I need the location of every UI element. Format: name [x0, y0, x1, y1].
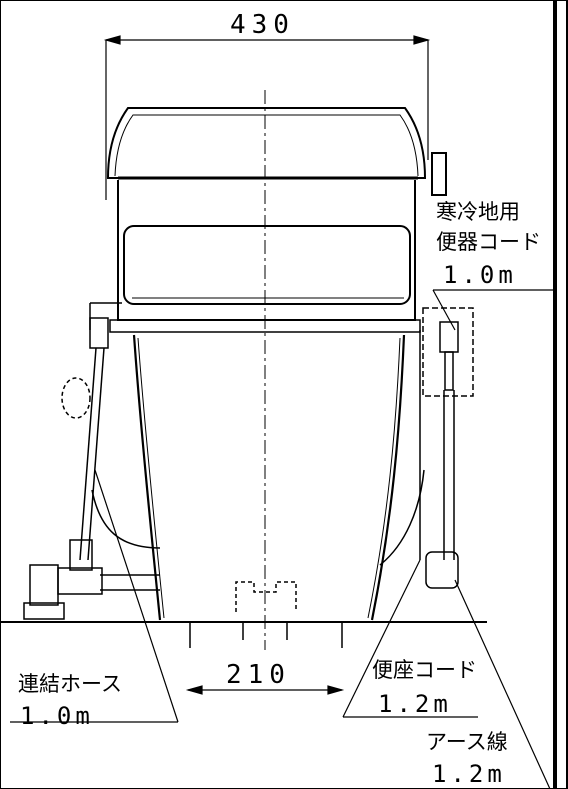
- cord-connector-box: [379, 307, 474, 589]
- connecting-hose-label: 連結ホース: [18, 672, 122, 696]
- cold-region-cord-length: 1.0m: [443, 261, 517, 289]
- floor-anchors: [189, 581, 343, 648]
- seat-cord-label: 便座コード: [372, 658, 477, 682]
- ground-wire-length: 1.2m: [432, 760, 506, 788]
- width-dimension-label: 430: [230, 10, 295, 40]
- ground-wire-label: アース線: [426, 730, 508, 754]
- toilet-bowl: [132, 334, 406, 621]
- base-dimension-label: 210: [226, 660, 291, 690]
- cold-region-cord-line1: 寒冷地用: [436, 200, 520, 224]
- side-remote-knob: [431, 152, 447, 196]
- width-dimension-line: [103, 35, 431, 200]
- connecting-hose-length: 1.0m: [20, 702, 94, 730]
- toilet-tank-lid: [106, 107, 447, 321]
- connecting-hose-assembly: [23, 317, 161, 620]
- cold-region-cord-line2: 便器コード: [436, 230, 541, 254]
- seat-plate: [89, 302, 421, 333]
- leader-lines: [10, 289, 555, 789]
- seat-cord-length: 1.2m: [378, 690, 452, 718]
- base-dimension-line: [185, 685, 345, 695]
